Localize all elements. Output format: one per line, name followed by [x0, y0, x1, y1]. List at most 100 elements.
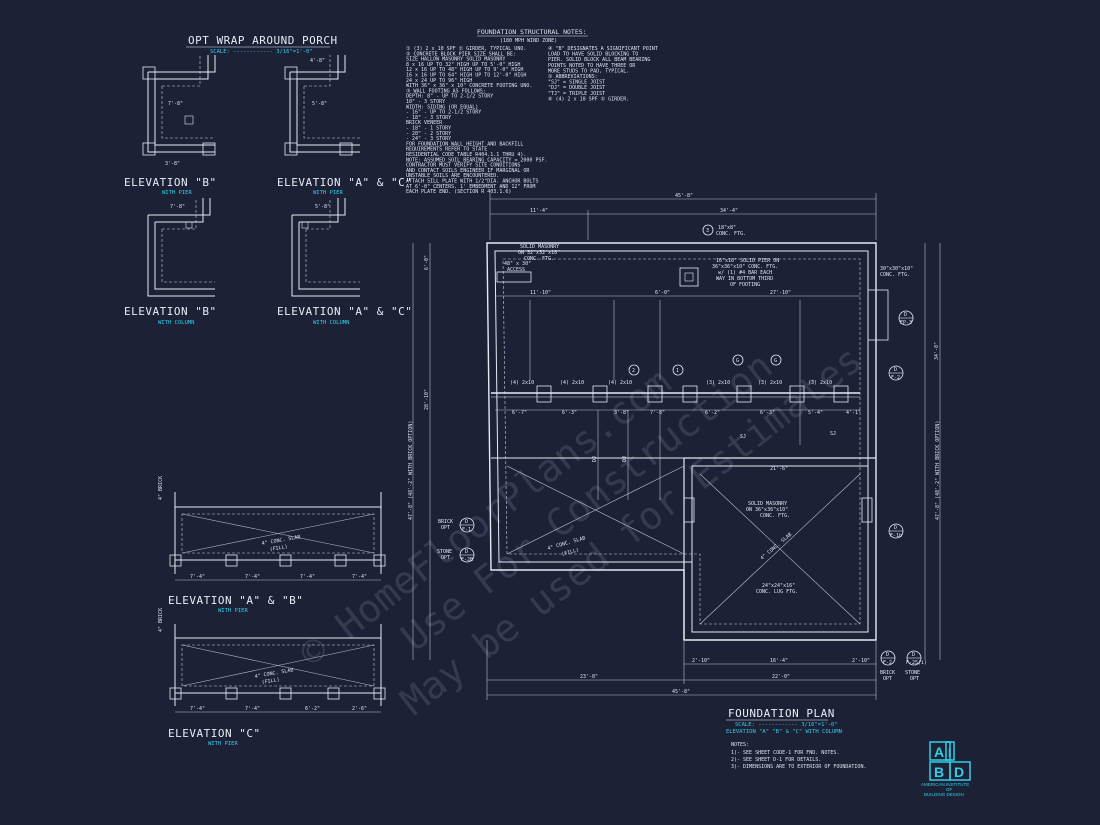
stone-opt-bottom-b: OPT	[910, 676, 919, 682]
dim-60: 6'-0"	[655, 290, 670, 296]
bubble-f1: F-1	[462, 527, 471, 533]
span-dim-7: 5'-4"	[808, 410, 823, 416]
notes-title: FOUNDATION STRUCTURAL NOTES:	[477, 28, 587, 36]
note-col2-4: POINTS NOTED TO HAVE THREE OR	[548, 63, 636, 69]
elev-c-dim-3: 6'-2"	[305, 706, 320, 712]
note-col1-1: ① (3) 2 x 10 SPF ① GIRDER, TYPICAL UNO.	[406, 46, 526, 52]
bubble-f2: F-2	[891, 375, 900, 381]
solid-pier-2: 36"x36"x10" CONC. FTG.	[712, 264, 778, 270]
dj-label-1: DJ	[592, 456, 598, 462]
bubble-fp3: FP-3	[900, 320, 912, 326]
lug-ftg-b: CONC. LUG FTG.	[756, 589, 798, 595]
plan-notes-title: NOTES:	[731, 742, 749, 748]
plan-scale-sub: ELEVATION "A" "B" & "C" WITH COLUMN	[726, 729, 842, 735]
sj-label-2: SJ	[830, 431, 836, 437]
bottom-dim-left: 23'-8"	[580, 674, 598, 680]
lower-elevations: 4" CONC. SLAB (FILL) 7'-4" 7'-4" 7'-4" 7…	[158, 476, 386, 747]
logo-name-3: BUILDING DESIGN	[924, 792, 964, 797]
elevation-ac-2-label: ELEVATION "A" & "C"	[277, 305, 412, 318]
plan-note-1: 1)- SEE SHEET CODE-1 FOR FND. NOTES.	[731, 750, 839, 756]
note-col1-12: WIDTH: SIDING (OR EQUAL)	[406, 104, 478, 110]
elev-ab-dim-3: 7'-4"	[300, 574, 315, 580]
logo-letter-b: B	[934, 764, 944, 780]
notes-column-1: ① (3) 2 x 10 SPF ① GIRDER, TYPICAL UNO.②…	[406, 46, 547, 195]
bottom-dim-c: 2'-10"	[852, 658, 870, 664]
elev-ab-dim-4: 7'-4"	[352, 574, 367, 580]
girder-label-6: (3) 2x10	[808, 380, 832, 386]
solid-pier-3: w/ (1) #4 BAR EACH	[718, 270, 772, 276]
dim-ac3: 5'-8"	[315, 204, 330, 210]
notes-column-2: ④ "B" DESIGNATES A SIGNIFICANT POINTLOAD…	[548, 46, 658, 102]
solid-masonry-1c: CONC. FTG.	[524, 256, 554, 262]
plan-note-3: 3)- DIMENSIONS ARE TO EXTERIOR OF FOUNDA…	[731, 764, 866, 770]
ftg-18: 18"x8"	[718, 225, 736, 231]
logo-name-2: OF	[946, 787, 953, 792]
elevation-b-1-sub: WITH PIER	[162, 190, 192, 196]
note-col1-16: - 18" - 1 STORY	[406, 126, 451, 132]
span-dim-2: 6'-3"	[562, 410, 577, 416]
solid-pier-5: OF FOOTING	[730, 282, 760, 288]
foundation-plan: 45'-8" 11'-4" 34'-4" 47'-8" (48'-2" WITH…	[408, 193, 941, 770]
girder-label-1: (4) 2x10	[510, 380, 534, 386]
callout-3	[702, 224, 714, 236]
note-col1-3: SIZE HALLOW MASONRY SOLID MASONRY	[406, 57, 505, 63]
elev-ab-slab-fill: (FILL)	[269, 544, 288, 553]
note-col1-22: NOTE: ASSUMED SOIL BEARING CAPACITY = 20…	[406, 157, 547, 163]
span-dim-1: 6'-7"	[512, 410, 527, 416]
solid-masonry-2c: CONC. FTG.	[760, 513, 790, 519]
dim-ac2: 4'-8"	[310, 58, 325, 64]
bubble-f25: F-25(i)	[906, 660, 927, 666]
span-dim-3: 3'-8"	[614, 410, 629, 416]
logo-letter-i: I	[948, 746, 951, 760]
note-col1-14: - 18" - 3 STORY	[406, 115, 451, 121]
stone-opt-bottom: STONE	[905, 670, 920, 676]
note-col1-26: ATTACH SILL PLATE WITH 1/2"DIA. ANCHOR B…	[406, 179, 538, 185]
ftg-18b: CONC. FTG.	[716, 231, 746, 237]
elev-ab-dim-2: 7'-4"	[245, 574, 260, 580]
bubble-d-2: D	[465, 549, 468, 555]
note-col1-25: UNSTABLE SOILS ARE ENCOUNTERED.	[406, 173, 499, 179]
brick-opt-bottom-b: OPT	[883, 676, 892, 682]
span-dim-4: 7'-8"	[650, 410, 665, 416]
dim-216: 21'-6"	[770, 466, 788, 472]
span-dim-5: 6'-2"	[705, 410, 720, 416]
dim-2710: 27'-10"	[770, 290, 791, 296]
elevation-c-label: ELEVATION "C"	[168, 727, 261, 740]
elevation-ac-1-sub: WITH PIER	[313, 190, 343, 196]
right-overall-dim: 47'-8" (48'-2" WITH BRICK OPTION)	[935, 421, 941, 520]
elevation-ac-pier: 5'-8" 4'-8" ELEVATION "A" & "C" WITH PIE…	[277, 55, 412, 196]
girder-piers	[536, 267, 849, 403]
dim-b3: 7'-8"	[170, 204, 185, 210]
note-col1-10: DEPTH: 8" - UP TO 2-1/2 STORY	[406, 94, 493, 100]
girder-label-2: (4) 2x10	[560, 380, 584, 386]
note-col1-24: AND CONTACT SOILS ENGINEER IF MARGINAL O…	[406, 168, 530, 174]
plan-scale: SCALE: ------------ 3/16"=1'-0"	[735, 722, 838, 728]
watermark-line-2: Use For Construction	[393, 343, 781, 659]
porch-scale: SCALE: ------------ 3/16"=1'-0"	[210, 49, 313, 55]
elevation-b-2-sub: WITH COLUMN	[158, 320, 194, 326]
note-col1-27: AT 6'-0" CENTERS. 1' EMBEDMENT AND 12" F…	[406, 184, 535, 190]
bubble-d-4: D	[894, 367, 897, 373]
structural-notes: FOUNDATION STRUCTURAL NOTES: (180 MPH WI…	[406, 28, 658, 195]
left-overall-dim: 47'-8" (48'-2" WITH BRICK OPTION)	[408, 421, 414, 520]
elevation-b-pier: 7'-8" 3'-8" ELEVATION "B" WITH PIER	[124, 55, 216, 196]
svg-text:G: G	[774, 358, 777, 364]
dim-1110: 11'-10"	[530, 290, 551, 296]
logo-name-1: AMERICAN INSTITUTE	[921, 782, 969, 787]
svg-text:1: 1	[676, 368, 679, 374]
note-col1-6: 16 x 16 UP TO 64" HIGH UP TO 12'-0" HIGH	[406, 73, 526, 79]
note-col1-19: FOR FOUNDATION WALL HEIGHT AND BACKFILL	[406, 141, 523, 147]
girder-label-4: (3) 2x10	[706, 380, 730, 386]
access-label: ACCESS	[507, 267, 525, 273]
top-dim-overall: 45'-8"	[675, 193, 693, 199]
logo-letter-a: A	[934, 744, 944, 760]
elevation-ac-column: 5'-8" ELEVATION "A" & "C" WITH COLUMN	[277, 198, 412, 326]
bottom-dim-a: 2'-10"	[692, 658, 710, 664]
sj-label-1: SJ	[740, 434, 746, 440]
note-col2-10: ⑥ (4) 2 x 10 SPF ① GIRDER.	[548, 96, 629, 102]
elev-c-dim-2: 7'-4"	[245, 706, 260, 712]
bubble-f1b: F-1b	[890, 533, 902, 539]
note-col2-1: ④ "B" DESIGNATES A SIGNIFICANT POINT	[548, 46, 658, 52]
top-dim-left: 11'-4"	[530, 208, 548, 214]
brick-opt-bottom: BRICK	[880, 670, 895, 676]
